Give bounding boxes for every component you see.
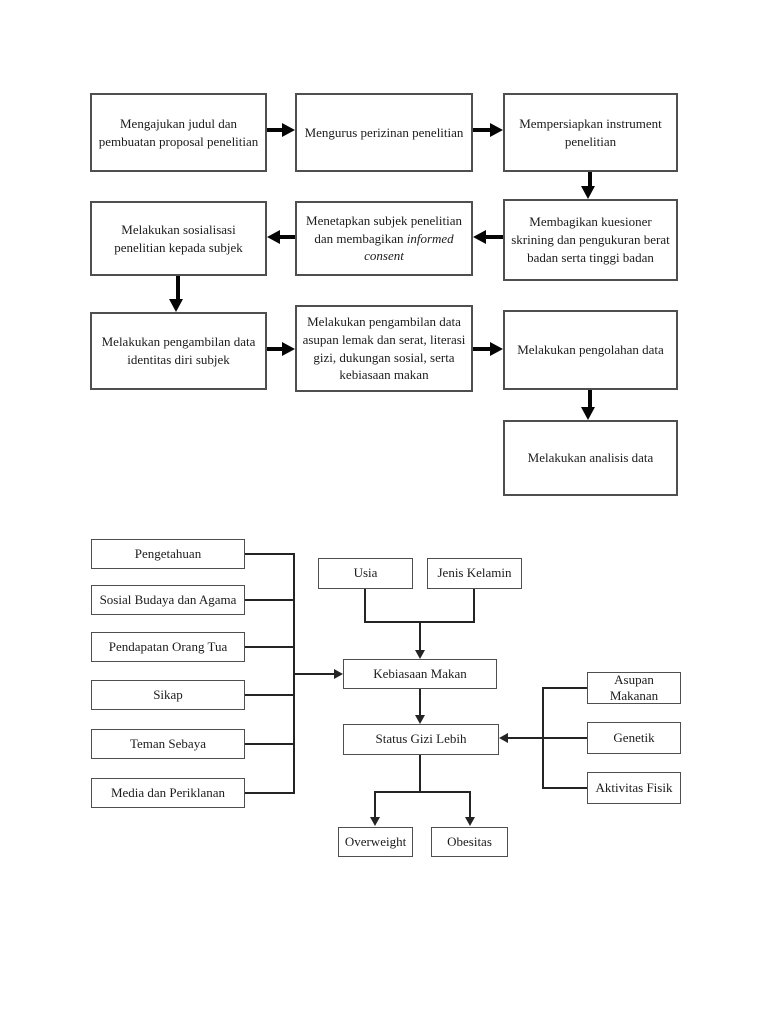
flow-step-label: Mempersiapkan instrument penelitian	[519, 115, 662, 149]
factor-teman-sebaya: Teman Sebaya	[91, 729, 245, 759]
flow-step-kuesioner: Membagikan kuesioner skrining dan penguk…	[503, 199, 678, 281]
flow-step-analisis: Melakukan analisis data	[503, 420, 678, 496]
flow-step-label: Melakukan sosialisasi penelitian kepada …	[114, 221, 243, 255]
outcome-overweight: Overweight	[338, 827, 413, 857]
factor-asupan-makanan: Asupan Makanan	[587, 672, 681, 704]
arrowhead-left-icon	[499, 733, 508, 743]
connector-genetik	[542, 737, 587, 739]
flow-step-pengolahan: Melakukan pengolahan data	[503, 310, 678, 390]
node-label: Kebiasaan Makan	[373, 665, 467, 681]
node-kebiasaan-makan: Kebiasaan Makan	[343, 659, 497, 689]
flow-step-label: Melakukan analisis data	[527, 450, 654, 466]
arrowhead-down-icon	[169, 299, 183, 312]
arrow-identitas-to-pengambilan	[267, 347, 283, 351]
arrowhead-right-icon	[282, 342, 295, 356]
arrow-pengambilan-to-pengolahan	[473, 347, 490, 351]
flow-step-subjek-informed-consent: Menetapkan subjek penelitian dan membagi…	[295, 201, 473, 276]
arrowhead-right-icon	[490, 123, 503, 137]
connector-asupan	[542, 687, 587, 689]
arrowhead-down-icon	[581, 186, 595, 199]
arrowhead-down-icon	[581, 407, 595, 420]
outcome-label: Overweight	[344, 833, 407, 849]
arrowhead-left-icon	[473, 230, 486, 244]
factor-aktivitas-fisik: Aktivitas Fisik	[587, 772, 681, 804]
flow-step-label: Mengajukan judul dan pembuatan proposal …	[98, 115, 259, 149]
outcome-obesitas: Obesitas	[431, 827, 508, 857]
arrow-perizinan-to-instrument	[473, 128, 490, 132]
flow-step-label: Melakukan pengambilan data asupan lemak …	[302, 313, 466, 383]
arrowhead-left-icon	[267, 230, 280, 244]
factor-label: Sikap	[153, 686, 183, 702]
flow-step-identitas: Melakukan pengambilan data identitas dir…	[90, 312, 267, 390]
right-bus-line	[542, 687, 544, 789]
line-outcome-split	[375, 791, 471, 793]
connector-sikap	[245, 694, 294, 696]
flow-step-perizinan: Mengurus perizinan penelitian	[295, 93, 473, 172]
arrowhead-down-icon	[465, 817, 475, 826]
arrow-instrument-to-kuesioner	[588, 172, 592, 186]
factor-label: Sosial Budaya dan Agama	[99, 591, 237, 607]
arrowhead-down-icon	[370, 817, 380, 826]
arrow-kebiasaan-to-status	[419, 689, 421, 716]
arrowhead-right-icon	[334, 669, 343, 679]
arrow-leftbus-to-kebiasaan	[293, 673, 334, 675]
arrow-sosialisasi-to-identitas	[176, 276, 180, 299]
arrowhead-down-icon	[415, 650, 425, 659]
factor-label: Pengetahuan	[134, 545, 202, 561]
outcome-label: Obesitas	[447, 833, 492, 849]
factor-genetik: Genetik	[587, 722, 681, 754]
factor-label: Teman Sebaya	[130, 735, 206, 751]
connector-pengetahuan	[245, 553, 294, 555]
arrow-top-to-kebiasaan	[419, 621, 421, 651]
factor-jenis-kelamin: Jenis Kelamin	[427, 558, 522, 589]
connector-pendapatan	[245, 646, 294, 648]
factor-usia: Usia	[318, 558, 413, 589]
flow-step-instrument: Mempersiapkan instrument penelitian	[503, 93, 678, 172]
factor-label: Jenis Kelamin	[437, 565, 512, 581]
node-label: Status Gizi Lebih	[375, 731, 467, 747]
arrow-proposal-to-perizinan	[267, 128, 283, 132]
connector-teman-sebaya	[245, 743, 294, 745]
flow-step-label: Menetapkan subjek penelitian dan membagi…	[306, 212, 462, 264]
arrowhead-right-icon	[490, 342, 503, 356]
line-usia-down	[364, 589, 366, 623]
arrow-to-obesitas	[469, 791, 471, 818]
arrow-to-overweight	[374, 791, 376, 818]
node-status-gizi-lebih: Status Gizi Lebih	[343, 724, 499, 755]
arrow-pengolahan-to-analisis	[588, 390, 592, 407]
flow-step-label: Melakukan pengolahan data	[517, 342, 664, 358]
arrow-rightbus-to-status	[508, 737, 542, 739]
factor-label: Asupan Makanan	[609, 671, 659, 703]
line-status-down	[419, 755, 421, 792]
flow-step-label: Membagikan kuesioner skrining dan penguk…	[511, 214, 670, 265]
factor-pengetahuan: Pengetahuan	[91, 539, 245, 569]
flow-step-proposal: Mengajukan judul dan pembuatan proposal …	[90, 93, 267, 172]
factor-sosial-budaya-agama: Sosial Budaya dan Agama	[91, 585, 245, 615]
flow-step-label: Melakukan pengambilan data identitas dir…	[101, 334, 256, 367]
factor-label: Usia	[353, 565, 378, 581]
factor-label: Media dan Periklanan	[110, 784, 226, 800]
connector-sosial-budaya	[245, 599, 294, 601]
flow-step-pengambilan-data: Melakukan pengambilan data asupan lemak …	[295, 305, 473, 392]
flow-step-label: Mengurus perizinan penelitian	[304, 124, 464, 140]
factor-label: Genetik	[613, 729, 655, 745]
connector-media	[245, 792, 294, 794]
factor-label: Pendapatan Orang Tua	[108, 638, 228, 654]
arrowhead-right-icon	[282, 123, 295, 137]
factor-media-periklanan: Media dan Periklanan	[91, 778, 245, 808]
factor-sikap: Sikap	[91, 680, 245, 710]
factor-pendapatan-orang-tua: Pendapatan Orang Tua	[91, 632, 245, 662]
factor-label: Aktivitas Fisik	[595, 779, 673, 795]
arrow-subjek-to-sosialisasi	[280, 235, 295, 239]
arrowhead-down-icon	[415, 715, 425, 724]
informed-consent-italic: informed consent	[364, 230, 454, 264]
line-jenis-kelamin-down	[473, 589, 475, 623]
arrow-kuesioner-to-subjek	[486, 235, 503, 239]
connector-aktivitas	[542, 787, 587, 789]
flow-step-sosialisasi: Melakukan sosialisasi penelitian kepada …	[90, 201, 267, 276]
